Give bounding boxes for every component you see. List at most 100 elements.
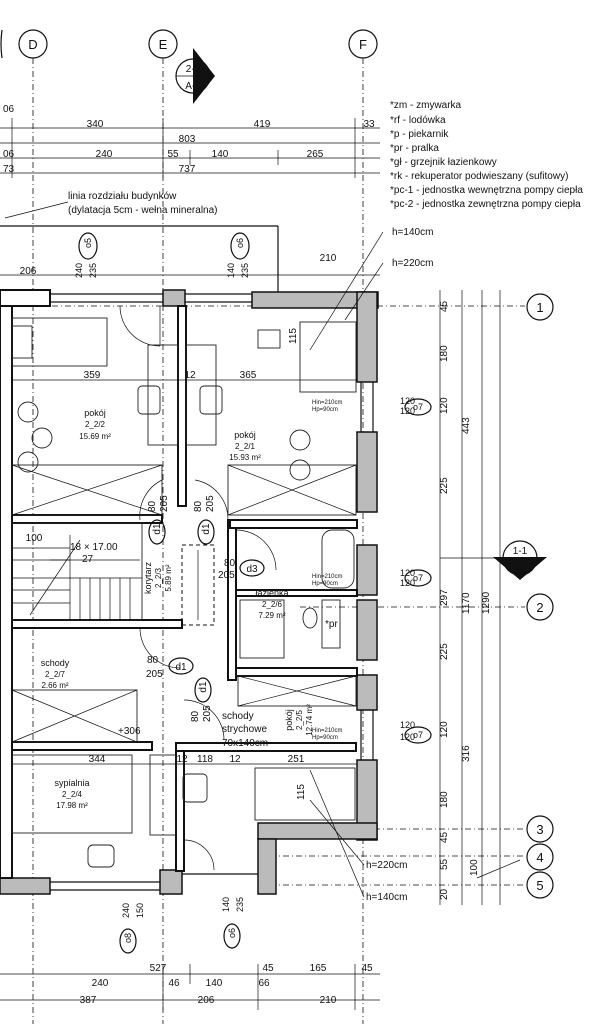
legend-item: *gł - grzejnik łazienkowy xyxy=(390,157,497,168)
svg-text:o6: o6 xyxy=(235,238,245,248)
svg-text:205: 205 xyxy=(205,495,216,512)
svg-text:55: 55 xyxy=(439,858,450,870)
svg-text:o6: o6 xyxy=(227,928,237,938)
svg-text:251: 251 xyxy=(288,754,305,765)
svg-text:180: 180 xyxy=(439,791,450,808)
room-label-sypialnia: sypialnia 2_2/4 17.98 m² xyxy=(54,778,89,810)
svg-text:2_2/3: 2_2/3 xyxy=(154,567,163,588)
door-dims: 80 205 80 205 80 205 80 205 80 205 xyxy=(146,495,236,722)
svg-text:06: 06 xyxy=(3,149,15,160)
svg-text:o5: o5 xyxy=(83,238,93,248)
grid-bubble-4: 4 xyxy=(526,843,554,871)
svg-text:66: 66 xyxy=(258,978,270,989)
svg-text:15.69 m²: 15.69 m² xyxy=(79,432,111,441)
svg-text:06: 06 xyxy=(3,104,15,115)
door-tag-d1-c: d1 xyxy=(168,657,194,675)
bottom-dimensions: 240 527 46 140 66 45 165 45 387 206 210 xyxy=(0,963,380,1010)
svg-text:80: 80 xyxy=(224,558,236,569)
window-tag-o7-c: o7 xyxy=(404,726,432,744)
legend-item: *pc-1 - jednostka wewnętrzna pompy ciepł… xyxy=(390,185,583,196)
svg-text:5.89 m²: 5.89 m² xyxy=(164,564,173,591)
svg-text:120: 120 xyxy=(439,397,450,414)
svg-text:46: 46 xyxy=(168,978,180,989)
svg-text:2_2/4: 2_2/4 xyxy=(62,790,83,799)
legend-item: *pr - pralka xyxy=(390,143,439,154)
window-dims: 240 235 140 235 240 150 140 235 120 120 … xyxy=(74,263,415,918)
section-mark-2-2: 2-2 A-8 xyxy=(175,48,215,104)
svg-text:d1: d1 xyxy=(201,523,212,535)
svg-text:140: 140 xyxy=(226,263,236,278)
svg-text:pokój: pokój xyxy=(284,709,294,731)
svg-text:d1: d1 xyxy=(198,681,209,693)
svg-text:12: 12 xyxy=(229,754,241,765)
svg-text:h=140cm: h=140cm xyxy=(366,892,407,903)
svg-text:45: 45 xyxy=(439,300,450,312)
attic-hatch xyxy=(181,544,215,626)
svg-text:240: 240 xyxy=(96,149,113,160)
svg-text:A-7: A-7 xyxy=(512,563,528,574)
svg-text:15.93 m²: 15.93 m² xyxy=(229,453,261,462)
svg-text:115: 115 xyxy=(296,784,307,800)
svg-text:12: 12 xyxy=(184,370,196,381)
svg-text:115: 115 xyxy=(288,328,299,344)
svg-text:240: 240 xyxy=(74,263,84,278)
svg-text:Hp=90cm: Hp=90cm xyxy=(312,407,338,413)
svg-text:linia rozdziału budynków: linia rozdziału budynków xyxy=(68,191,177,202)
furniture xyxy=(11,317,357,868)
door-tag-d1-a: d1 xyxy=(148,519,166,545)
svg-text:205: 205 xyxy=(159,495,170,512)
svg-text:240: 240 xyxy=(121,903,131,918)
svg-text:140: 140 xyxy=(206,978,223,989)
svg-text:h=220cm: h=220cm xyxy=(392,258,433,269)
door-tag-d1-b: d1 xyxy=(197,519,215,545)
svg-text:165: 165 xyxy=(310,963,327,974)
svg-text:2_2/1: 2_2/1 xyxy=(235,442,256,451)
room-label-pokoj-2-2-2: pokój 2_2/2 15.69 m² xyxy=(79,408,111,441)
room-label-schody: schody 2_2/7 2.66 m² xyxy=(41,658,70,690)
stairs: 18 × 17.00 27 xyxy=(11,522,143,621)
svg-text:pokój: pokój xyxy=(234,430,256,440)
grid-bubble-e: E xyxy=(148,29,178,59)
svg-text:140: 140 xyxy=(212,149,229,160)
grid-bubble-d: D xyxy=(18,29,48,59)
svg-text:73: 73 xyxy=(3,164,15,175)
room-label-lazienka: łazienka 2_2/6 7.29 m² xyxy=(255,588,288,620)
svg-text:d1: d1 xyxy=(175,662,187,673)
svg-text:150: 150 xyxy=(135,903,145,918)
washer-mark: *pr xyxy=(325,619,338,630)
svg-text:803: 803 xyxy=(179,134,196,145)
svg-text:210: 210 xyxy=(320,253,337,264)
svg-text:80: 80 xyxy=(190,710,201,722)
grid-bubble-2: 2 xyxy=(526,593,554,621)
svg-text:1170: 1170 xyxy=(461,592,472,614)
svg-text:27: 27 xyxy=(82,554,94,565)
room-label-korytarz: korytarz 2_2/3 5.89 m² xyxy=(143,562,173,595)
svg-text:strychowe: strychowe xyxy=(222,724,267,735)
svg-text:17.98 m²: 17.98 m² xyxy=(56,801,88,810)
svg-text:235: 235 xyxy=(88,263,98,278)
svg-text:120: 120 xyxy=(400,396,415,406)
svg-text:18 × 17.00: 18 × 17.00 xyxy=(70,542,118,553)
svg-text:33: 33 xyxy=(363,119,375,130)
legend-item: *pc-2 - jednostka zewnętrzna pompy ciepł… xyxy=(390,199,581,210)
svg-text:o7: o7 xyxy=(413,402,423,412)
svg-text:80: 80 xyxy=(147,500,158,512)
grid-label-f: F xyxy=(359,37,367,52)
svg-text:365: 365 xyxy=(240,370,257,381)
svg-text:265: 265 xyxy=(307,149,324,160)
svg-text:118: 118 xyxy=(197,754,213,765)
svg-text:5: 5 xyxy=(536,878,543,893)
grid-label-d: D xyxy=(28,37,37,52)
room-label-pokoj-2-2-1: pokój 2_2/1 15.93 m² xyxy=(229,430,261,462)
svg-text:120: 120 xyxy=(439,721,450,738)
svg-text:443: 443 xyxy=(461,417,472,434)
svg-text:387: 387 xyxy=(80,995,97,1006)
svg-text:d3: d3 xyxy=(246,564,258,575)
svg-text:1: 1 xyxy=(536,300,543,315)
svg-text:2.66 m²: 2.66 m² xyxy=(41,681,68,690)
svg-text:korytarz: korytarz xyxy=(143,562,153,595)
svg-text:100: 100 xyxy=(26,533,43,544)
svg-text:225: 225 xyxy=(439,643,450,660)
svg-text:737: 737 xyxy=(179,164,196,175)
